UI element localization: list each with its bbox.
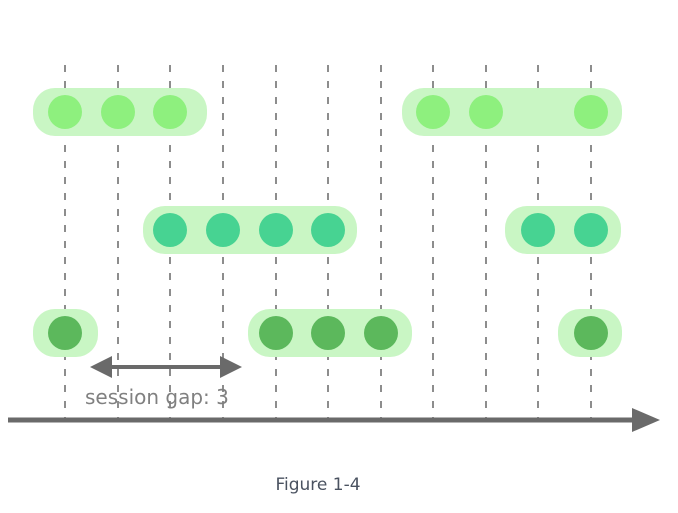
figure-caption: Figure 1-4	[275, 475, 360, 495]
event-dot-key-1-slot-1	[48, 95, 82, 129]
event-dot-key-1-slot-2	[101, 95, 135, 129]
event-dot-key-2-slot-6	[311, 213, 345, 247]
event-dot-key-2-slot-3	[153, 213, 187, 247]
event-dot-key-1-slot-3	[153, 95, 187, 129]
session-gap-annotation	[90, 356, 242, 378]
event-dot-key-3-slot-11	[574, 316, 608, 350]
event-dot-key-1-slot-9	[469, 95, 503, 129]
event-dot-key-2-slot-10	[521, 213, 555, 247]
session-gap-arrowhead-left	[90, 356, 112, 378]
event-dot-group	[48, 95, 608, 350]
event-dot-key-1-slot-11	[574, 95, 608, 129]
event-dot-key-3-slot-6	[311, 316, 345, 350]
session-gap-arrowhead-right	[220, 356, 242, 378]
time-axis-arrowhead	[632, 408, 660, 432]
event-dot-key-1-slot-8	[416, 95, 450, 129]
event-dot-key-2-slot-4	[206, 213, 240, 247]
time-axis-group	[8, 408, 660, 432]
event-dot-key-3-slot-7	[364, 316, 398, 350]
session-capsule-session-2a	[143, 206, 357, 254]
session-gap-label: session gap: 3	[85, 385, 229, 409]
event-dot-key-3-slot-5	[259, 316, 293, 350]
event-dot-key-2-slot-5	[259, 213, 293, 247]
event-dot-key-2-slot-11	[574, 213, 608, 247]
event-dot-key-3-slot-1	[48, 316, 82, 350]
session-capsule-session-1b	[402, 88, 622, 136]
